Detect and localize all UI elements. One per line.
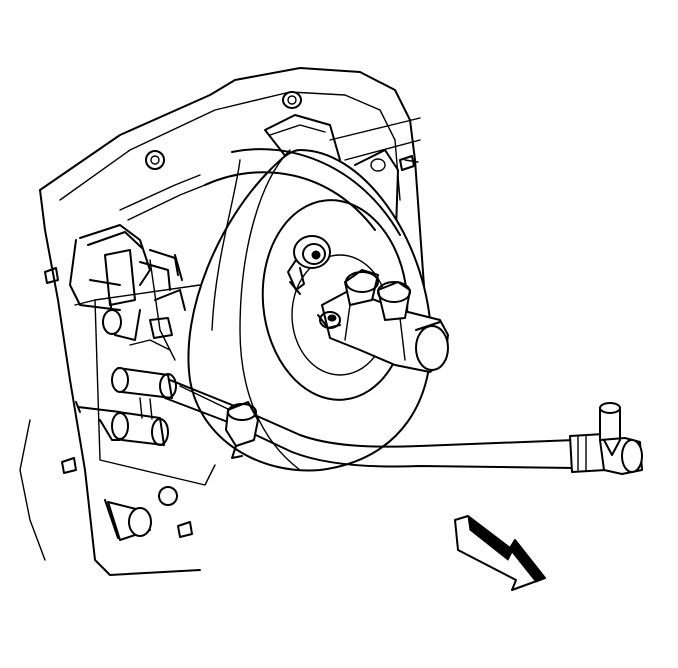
firewall-plug [158, 486, 178, 506]
vacuum-hose [164, 379, 576, 469]
firewall-opening [74, 284, 216, 486]
firewall-hole-top [282, 91, 302, 109]
firewall-stud-lower-left [61, 457, 77, 474]
hose-clamp [225, 401, 259, 459]
vacuum-check-valve [287, 235, 331, 295]
direction-arrow-icon [454, 514, 546, 591]
master-cylinder [317, 269, 449, 373]
pedal-mechanism [69, 174, 206, 361]
left-hose-connector [111, 367, 177, 446]
firewall-hole-left [145, 150, 165, 170]
firewall-stud-right [399, 155, 415, 171]
hose-fitting [569, 402, 643, 475]
firewall-panel [19, 67, 426, 576]
left-rods [75, 279, 121, 441]
firewall-stud-bottom [177, 521, 193, 538]
pedal-pushrod-stub [104, 499, 152, 541]
firewall-stud-left [44, 267, 59, 284]
